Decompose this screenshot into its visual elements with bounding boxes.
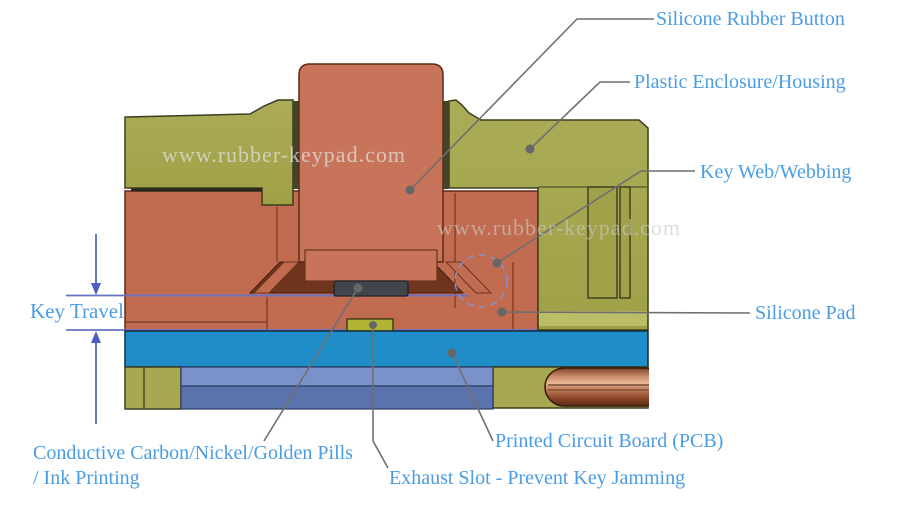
leader-lines bbox=[263, 18, 751, 469]
label-silicone-pad: Silicone Pad bbox=[755, 302, 856, 324]
key-travel-arrows bbox=[91, 234, 101, 424]
housing-right-shape bbox=[443, 99, 649, 331]
conductive-pill-shape bbox=[333, 280, 409, 297]
key-web-dashed-circle bbox=[454, 254, 508, 308]
leader-silicone-pad bbox=[503, 311, 751, 314]
label-silicone-rubber-button: Silicone Rubber Button bbox=[656, 8, 845, 30]
pcb-shape bbox=[124, 330, 649, 368]
label-key-travel: Key Travel bbox=[30, 299, 124, 323]
leader-dots bbox=[353, 144, 535, 358]
label-conductive-pills: Conductive Carbon/Nickel/Golden Pills / … bbox=[33, 441, 423, 491]
under-pcb-assembly bbox=[124, 366, 649, 410]
leader-conductive-pill bbox=[263, 287, 359, 442]
copper-contact-shape bbox=[544, 367, 649, 407]
housing-left-shape bbox=[124, 99, 299, 206]
leader-exhaust-slot bbox=[372, 329, 389, 469]
label-plastic-enclosure: Plastic Enclosure/Housing bbox=[634, 71, 846, 93]
leader-key-web bbox=[496, 170, 695, 264]
label-exhaust-slot: Exhaust Slot - Prevent Key Jamming bbox=[389, 467, 686, 489]
silicone-rubber-button-shape bbox=[298, 63, 444, 263]
label-conductive-pills-line1: Conductive Carbon/Nickel/Golden Pills bbox=[33, 442, 353, 464]
label-pcb: Printed Circuit Board (PCB) bbox=[495, 430, 724, 452]
leader-silicone-rubber-button bbox=[409, 18, 654, 191]
leader-plastic-enclosure bbox=[529, 81, 630, 150]
label-key-web: Key Web/Webbing bbox=[700, 161, 852, 183]
leader-pcb bbox=[451, 352, 494, 442]
label-conductive-pills-line2: / Ink Printing bbox=[33, 467, 140, 489]
